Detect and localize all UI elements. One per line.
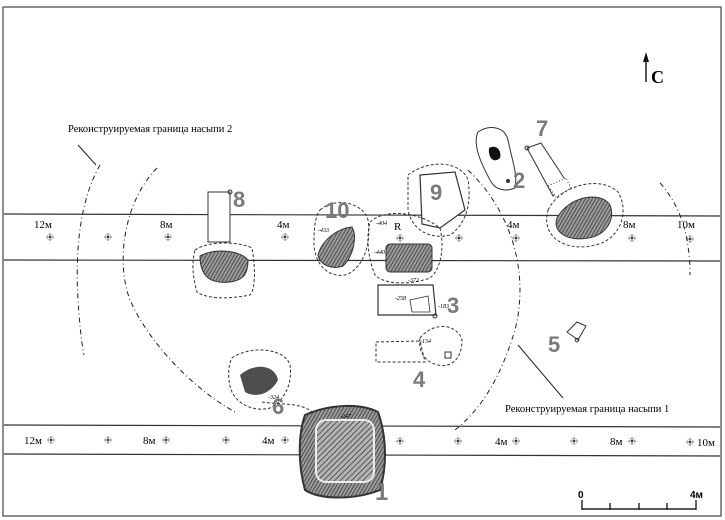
grid-marker xyxy=(685,437,695,447)
map-frame xyxy=(2,6,722,517)
grave-central xyxy=(367,212,443,284)
feature-3 xyxy=(377,284,438,319)
grid-marker xyxy=(46,435,56,445)
feature-5 xyxy=(566,321,587,343)
depth-mark: -258 xyxy=(395,296,406,302)
feature-1 xyxy=(298,404,386,499)
feature-6 xyxy=(228,349,313,413)
feature-7 xyxy=(524,142,572,198)
feature-8 xyxy=(192,189,255,299)
feature-number-6: 6 xyxy=(272,394,284,419)
feature-number-5: 5 xyxy=(548,332,560,357)
grid-marker xyxy=(103,232,113,242)
grid-label: 8м xyxy=(623,219,636,231)
grid-marker xyxy=(221,435,231,445)
grid-marker xyxy=(569,436,579,446)
grid-marker xyxy=(161,435,171,445)
leader-line xyxy=(77,144,97,166)
feature-number-4: 4 xyxy=(413,367,426,392)
north-arrow: С xyxy=(643,52,664,87)
scale-start-label: 0 xyxy=(578,490,584,501)
grid-marker xyxy=(280,435,290,445)
grid-marker xyxy=(627,436,637,446)
scale-bar: 0 4м xyxy=(578,490,703,510)
grid-marker xyxy=(511,436,521,446)
grid-label: 10м xyxy=(677,219,695,231)
grid-label: 4м xyxy=(507,219,520,231)
leader-line xyxy=(517,344,564,399)
feature-4 xyxy=(375,326,463,367)
grid-label: 12м xyxy=(34,219,52,231)
mound-2-label: Реконструируемая граница насыпи 2 xyxy=(68,124,232,135)
feature-number-8: 8 xyxy=(233,187,245,212)
depth-mark: -324 xyxy=(268,394,279,401)
grave-northeast xyxy=(546,183,624,248)
feature-number-3: 3 xyxy=(447,293,459,318)
feature-number-7: 7 xyxy=(536,116,548,141)
grid-marker xyxy=(163,232,173,242)
grid-label: 8м xyxy=(610,436,623,448)
depth-mark: -404 xyxy=(376,220,387,227)
depth-mark: -183 xyxy=(438,304,449,310)
grid-label: 8м xyxy=(160,219,173,231)
scale-end-label: 4м xyxy=(690,490,703,501)
north-label: С xyxy=(651,67,664,87)
feature-number-10: 10 xyxy=(325,198,349,223)
feature-9 xyxy=(407,163,470,237)
grid-marker xyxy=(395,233,405,243)
grid-marker xyxy=(280,232,290,242)
mound-1-label: Реконструируемая граница насыпи 1 xyxy=(505,404,669,415)
grid-label: 8м xyxy=(143,435,156,447)
depth-mark: -134 xyxy=(420,338,431,345)
grid-label: 4м xyxy=(495,436,508,448)
upper-grid-band: 12м 8м 4м 4м 8м 10м xyxy=(3,213,721,262)
depth-mark: -440 xyxy=(374,249,385,256)
feature-number-1: 1 xyxy=(375,479,388,506)
feature-2 xyxy=(475,127,517,191)
grid-label: 12м xyxy=(24,435,42,447)
grid-marker xyxy=(454,233,464,243)
mound-1-boundary xyxy=(454,169,691,431)
grid-label: 4м xyxy=(277,219,290,231)
grid-marker xyxy=(453,436,463,446)
grid-marker xyxy=(395,436,405,446)
depth-marks: -433 -404 -440 -372 -258 -183 -134 -324 … xyxy=(268,220,449,420)
reference-label: R xyxy=(394,221,402,233)
grid-marker xyxy=(627,233,637,243)
depth-mark: -247 xyxy=(340,413,352,420)
feature-number-2: 2 xyxy=(513,168,525,193)
feature-number-9: 9 xyxy=(430,180,442,205)
grid-marker xyxy=(511,233,521,243)
depth-mark: -433 xyxy=(318,227,329,234)
depth-mark: -372 xyxy=(408,278,419,284)
grid-marker xyxy=(45,232,55,242)
feature-10 xyxy=(313,202,370,276)
grid-marker xyxy=(103,435,113,445)
grid-label: 10м xyxy=(697,437,715,449)
grid-label: 4м xyxy=(262,435,275,447)
